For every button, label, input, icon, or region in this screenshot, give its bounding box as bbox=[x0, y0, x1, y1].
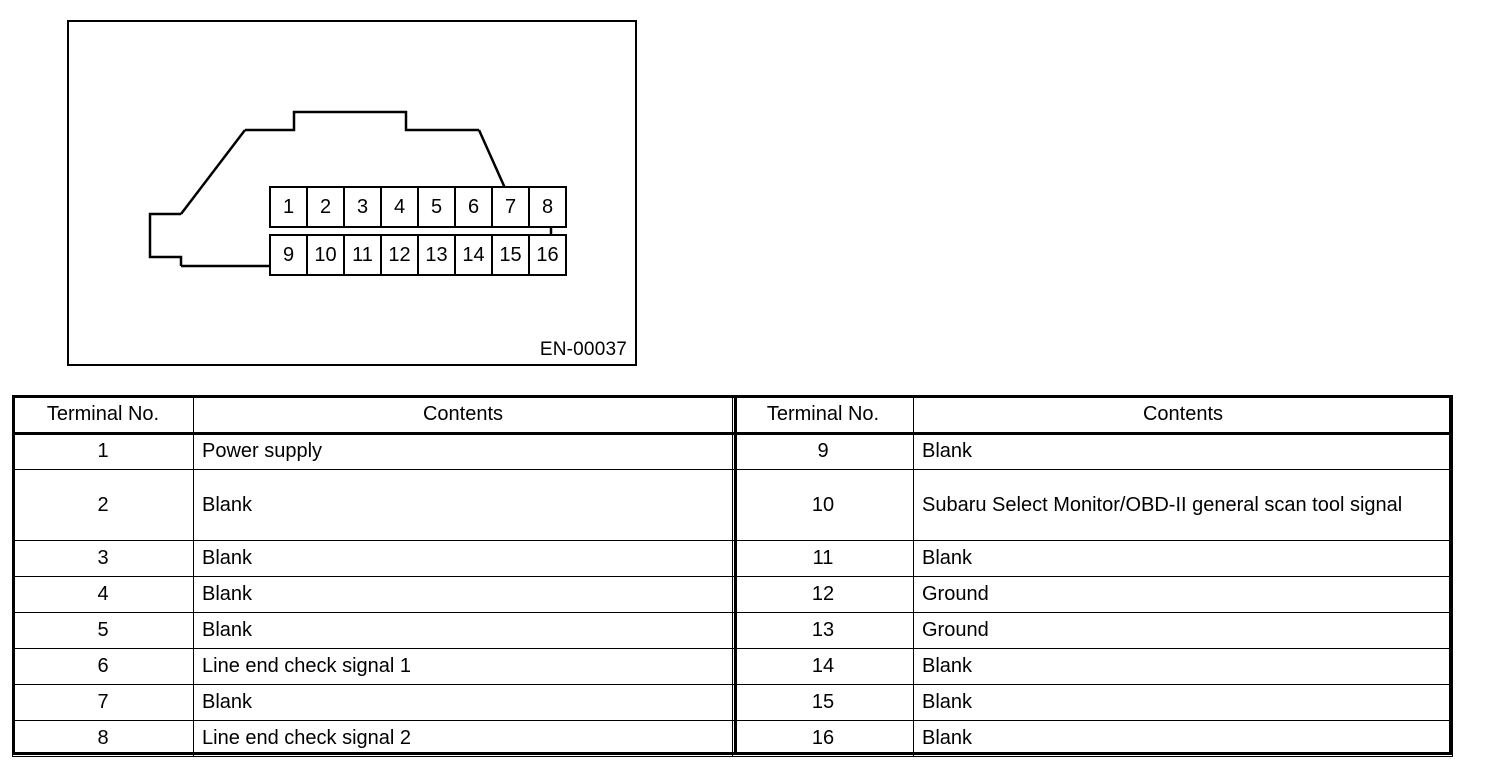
pin-cell-1: 1 bbox=[271, 188, 308, 226]
contents-3: Blank bbox=[193, 540, 733, 577]
terminal-no-8: 8 bbox=[12, 720, 194, 757]
contents-15: Blank bbox=[913, 684, 1453, 721]
terminal-no-16: 16 bbox=[732, 720, 914, 757]
pin-cell-10: 10 bbox=[308, 236, 345, 274]
pin-cell-12: 12 bbox=[382, 236, 419, 274]
table-header-row: Terminal No. Contents Terminal No. Conte… bbox=[12, 395, 1453, 434]
pin-cell-4: 4 bbox=[382, 188, 419, 226]
terminal-no-12: 12 bbox=[732, 576, 914, 613]
pin-cell-15: 15 bbox=[493, 236, 530, 274]
header-contents-right: Contents bbox=[913, 395, 1453, 434]
pin-cell-2: 2 bbox=[308, 188, 345, 226]
header-terminal-no-left: Terminal No. bbox=[12, 395, 194, 434]
terminal-no-5: 5 bbox=[12, 612, 194, 649]
terminal-no-1: 1 bbox=[12, 433, 194, 470]
header-terminal-no-right: Terminal No. bbox=[732, 395, 914, 434]
terminal-no-11: 11 bbox=[732, 540, 914, 577]
contents-11: Blank bbox=[913, 540, 1453, 577]
contents-9: Blank bbox=[913, 433, 1453, 470]
contents-12: Ground bbox=[913, 576, 1453, 613]
pin-cell-8: 8 bbox=[530, 188, 565, 226]
connector-pin-row-top: 1 2 3 4 5 6 7 8 bbox=[269, 186, 567, 228]
connector-figure-frame: 1 2 3 4 5 6 7 8 9 10 11 12 13 14 15 16 E… bbox=[67, 20, 637, 366]
terminal-pinout-table: Terminal No. Contents Terminal No. Conte… bbox=[12, 395, 1453, 757]
pin-cell-11: 11 bbox=[345, 236, 382, 274]
figure-code-label: EN-00037 bbox=[539, 339, 627, 360]
contents-10: Subaru Select Monitor/OBD-II general sca… bbox=[913, 469, 1453, 541]
table-row: 3 Blank 11 Blank bbox=[12, 540, 1453, 577]
table-row: 8 Line end check signal 2 16 Blank bbox=[12, 720, 1453, 757]
pin-cell-6: 6 bbox=[456, 188, 493, 226]
terminal-no-3: 3 bbox=[12, 540, 194, 577]
pin-cell-13: 13 bbox=[419, 236, 456, 274]
table-row: 1 Power supply 9 Blank bbox=[12, 433, 1453, 470]
header-contents-left: Contents bbox=[193, 395, 733, 434]
terminal-no-9: 9 bbox=[732, 433, 914, 470]
terminal-no-2: 2 bbox=[12, 469, 194, 541]
terminal-no-10: 10 bbox=[732, 469, 914, 541]
terminal-no-4: 4 bbox=[12, 576, 194, 613]
contents-8: Line end check signal 2 bbox=[193, 720, 733, 757]
contents-14: Blank bbox=[913, 648, 1453, 685]
contents-1: Power supply bbox=[193, 433, 733, 470]
pin-cell-14: 14 bbox=[456, 236, 493, 274]
connector-pin-row-bottom: 9 10 11 12 13 14 15 16 bbox=[269, 234, 567, 276]
contents-5: Blank bbox=[193, 612, 733, 649]
terminal-no-14: 14 bbox=[732, 648, 914, 685]
contents-2: Blank bbox=[193, 469, 733, 541]
contents-4: Blank bbox=[193, 576, 733, 613]
table-row: 6 Line end check signal 1 14 Blank bbox=[12, 648, 1453, 685]
pin-cell-3: 3 bbox=[345, 188, 382, 226]
table-row: 2 Blank 10 Subaru Select Monitor/OBD-II … bbox=[12, 469, 1453, 541]
terminal-no-13: 13 bbox=[732, 612, 914, 649]
contents-6: Line end check signal 1 bbox=[193, 648, 733, 685]
table-row: 7 Blank 15 Blank bbox=[12, 684, 1453, 721]
contents-16: Blank bbox=[913, 720, 1453, 757]
contents-13: Ground bbox=[913, 612, 1453, 649]
table-row: 5 Blank 13 Ground bbox=[12, 612, 1453, 649]
terminal-no-7: 7 bbox=[12, 684, 194, 721]
contents-7: Blank bbox=[193, 684, 733, 721]
pin-cell-9: 9 bbox=[271, 236, 308, 274]
table-row: 4 Blank 12 Ground bbox=[12, 576, 1453, 613]
terminal-no-15: 15 bbox=[732, 684, 914, 721]
pin-cell-5: 5 bbox=[419, 188, 456, 226]
pin-cell-7: 7 bbox=[493, 188, 530, 226]
terminal-no-6: 6 bbox=[12, 648, 194, 685]
pin-cell-16: 16 bbox=[530, 236, 565, 274]
